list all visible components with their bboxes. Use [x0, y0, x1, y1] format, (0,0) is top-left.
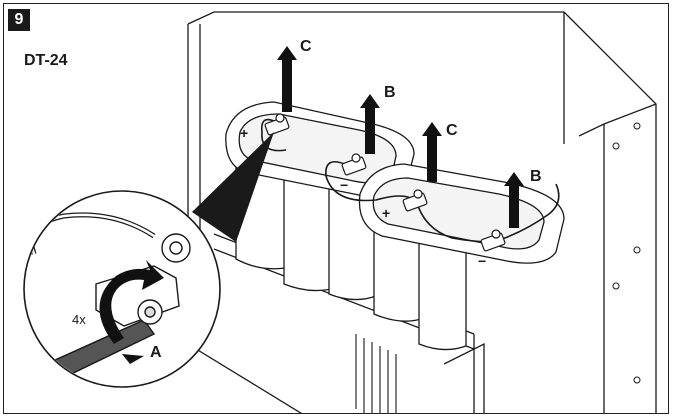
model-label: DT-24 [24, 52, 68, 69]
up-arrow-icon [504, 172, 524, 228]
plus-mark: + [240, 125, 248, 141]
vent-slots [355, 334, 397, 413]
callout-b-right: B [530, 168, 542, 185]
lift-arrows [277, 46, 524, 228]
terminal-clamps [264, 113, 506, 252]
repeat-count-label: 4x [72, 312, 86, 327]
zoom-pointer [192, 132, 274, 242]
up-arrow-icon [422, 122, 442, 182]
minus-mark: − [478, 253, 486, 269]
callout-c-left: C [300, 38, 312, 55]
up-arrow-icon [360, 94, 380, 154]
callout-a: A [150, 344, 162, 361]
battery-diagram: + − + − [23, 11, 657, 413]
battery-right [358, 163, 565, 351]
callout-b-left: B [384, 84, 396, 101]
polarity-marks: + − + − [240, 125, 486, 269]
callout-c-right: C [446, 122, 458, 139]
detail-inset [23, 190, 221, 388]
up-arrow-icon [277, 46, 297, 112]
panel-screws [612, 122, 641, 384]
rotate-arrow-icon [99, 260, 164, 344]
figure-frame: 9 DT-24 [3, 3, 669, 414]
minus-mark: − [340, 177, 348, 193]
plus-mark: + [382, 205, 390, 221]
step-number-badge: 9 [8, 9, 30, 31]
